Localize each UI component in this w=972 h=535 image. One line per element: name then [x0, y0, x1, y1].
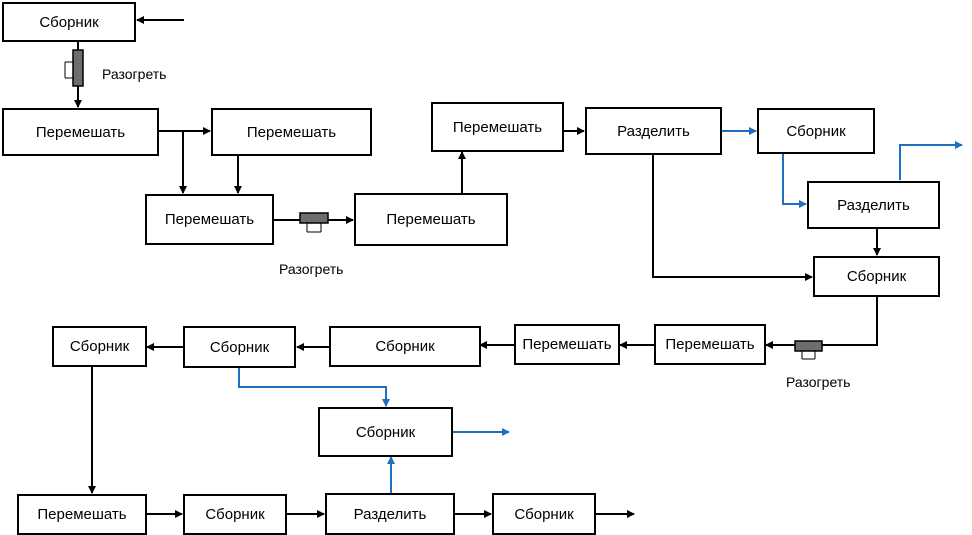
- edge-n8-n9: [782, 154, 807, 208]
- mix-node: Перемешать: [514, 324, 620, 365]
- mix-node: Перемешать: [17, 494, 147, 535]
- mix-node: Перемешать: [654, 324, 766, 365]
- outflow-n9: [899, 141, 963, 180]
- mix-node: Перемешать: [354, 193, 508, 246]
- heater-h3-icon: [794, 340, 823, 360]
- edge-n14-n16: [238, 368, 390, 407]
- collector-node: Сборник: [757, 108, 875, 154]
- collector-node: Сборник: [52, 326, 147, 367]
- edge-n10-n11: [765, 297, 878, 349]
- collector-node: Сборник: [183, 326, 296, 368]
- collector-node: Сборник: [183, 494, 287, 535]
- edge-n7-n10: [652, 155, 813, 281]
- collector-node: Сборник: [492, 493, 596, 535]
- collector-node: Сборник: [813, 256, 940, 297]
- heater-h2-icon: [299, 212, 329, 233]
- mix-node: Перемешать: [211, 108, 372, 156]
- collector-node: Сборник: [2, 2, 136, 42]
- heater-label: Разогреть: [279, 261, 344, 277]
- heater-label: Разогреть: [786, 374, 851, 390]
- mix-node: Перемешать: [2, 108, 159, 156]
- split-node: Разделить: [807, 181, 940, 229]
- mix-node: Перемешать: [431, 102, 564, 152]
- heater-label: Разогреть: [102, 66, 167, 82]
- mix-node: Перемешать: [145, 194, 274, 245]
- split-node: Разделить: [325, 493, 455, 535]
- collector-node: Сборник: [329, 326, 481, 367]
- heater-h1-icon: [64, 49, 84, 87]
- collector-node: Сборник: [318, 407, 453, 457]
- split-node: Разделить: [585, 107, 722, 155]
